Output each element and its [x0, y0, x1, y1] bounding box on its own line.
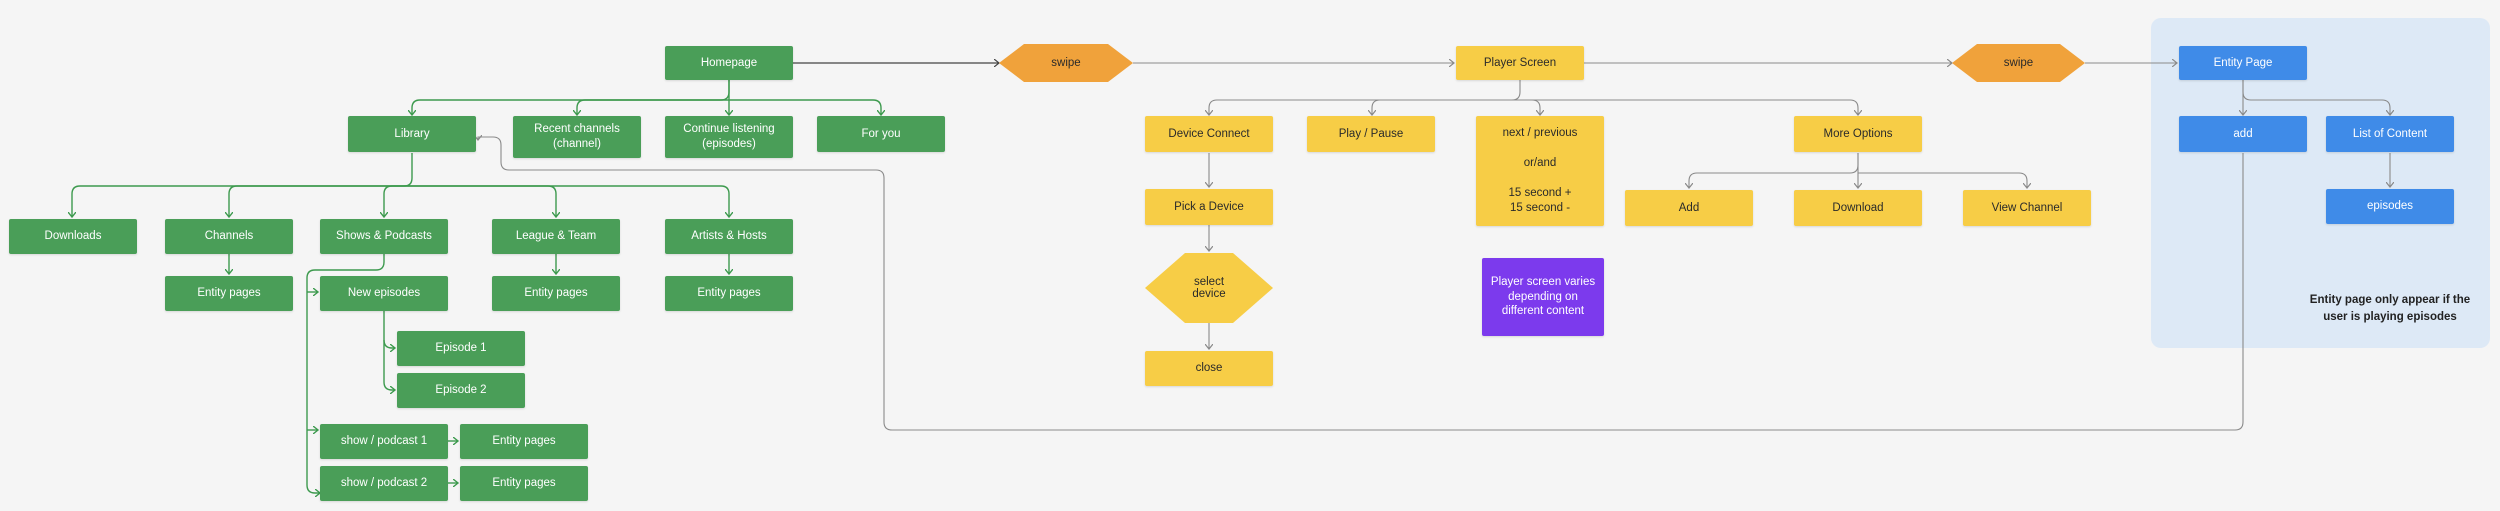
node-episodes[interactable]: episodes	[2326, 189, 2454, 224]
node-swipe-2[interactable]: swipe	[1952, 44, 2085, 82]
node-artists-entity-pages[interactable]: Entity pages	[665, 276, 793, 311]
node-play-pause[interactable]: Play / Pause	[1307, 116, 1435, 152]
node-add-entity[interactable]: add	[2179, 116, 2307, 152]
select-device-label: select device	[1192, 276, 1226, 300]
node-for-you[interactable]: For you	[817, 116, 945, 152]
swipe-1-label: swipe	[1051, 57, 1081, 69]
node-new-episodes[interactable]: New episodes	[320, 276, 448, 311]
node-next-previous[interactable]: next / previous or/and 15 second + 15 se…	[1476, 116, 1604, 226]
edge-player-device	[1209, 80, 1521, 115]
edge-library-shows	[384, 185, 412, 217]
node-show-podcast-2[interactable]: show / podcast 2	[320, 466, 448, 501]
edge-player-play	[1372, 99, 1520, 115]
node-view-channel[interactable]: View Channel	[1963, 190, 2091, 226]
node-continue-listening[interactable]: Continue listening (episodes)	[665, 116, 793, 158]
node-swipe-1[interactable]: swipe	[999, 44, 1133, 82]
node-league-team[interactable]: League & Team	[492, 219, 620, 254]
edge-library-league	[412, 185, 556, 217]
node-shows-podcasts[interactable]: Shows & Podcasts	[320, 219, 448, 254]
diamond-shape	[1952, 44, 2085, 82]
node-download-option[interactable]: Download	[1794, 190, 1922, 226]
node-library[interactable]: Library	[348, 116, 476, 152]
edge-more-add	[1689, 153, 1859, 188]
node-homepage[interactable]: Homepage	[665, 46, 793, 80]
edge-more-viewchannel	[1858, 172, 2027, 188]
edge-library-channels	[229, 185, 412, 217]
edge-library-downloads	[72, 153, 413, 217]
edge-player-more	[1520, 99, 1858, 115]
node-artists-hosts[interactable]: Artists & Hosts	[665, 219, 793, 254]
edge-add-library	[478, 137, 2244, 431]
node-more-options[interactable]: More Options	[1794, 116, 1922, 152]
node-pick-device[interactable]: Pick a Device	[1145, 189, 1273, 225]
node-player-screen[interactable]: Player Screen	[1456, 46, 1584, 80]
edge-newep-episode1	[383, 310, 395, 348]
edge-entity-list	[2242, 80, 2390, 115]
node-select-device[interactable]: select device	[1145, 253, 1273, 323]
node-show-podcast-2-entity-pages[interactable]: Entity pages	[460, 466, 588, 501]
node-close[interactable]: close	[1145, 351, 1273, 386]
edge-homepage-library	[412, 80, 730, 115]
node-list-of-content[interactable]: List of Content	[2326, 116, 2454, 152]
node-episode-1[interactable]: Episode 1	[397, 331, 525, 366]
node-downloads[interactable]: Downloads	[9, 219, 137, 254]
node-episode-2[interactable]: Episode 2	[397, 373, 525, 408]
node-device-connect[interactable]: Device Connect	[1145, 116, 1273, 152]
node-add-option[interactable]: Add	[1625, 190, 1753, 226]
edge-homepage-foryou	[729, 99, 881, 115]
swipe-2-label: swipe	[2003, 57, 2034, 69]
entity-page-note: Entity page only appear if the user is p…	[2309, 294, 2471, 323]
node-channels-entity-pages[interactable]: Entity pages	[165, 276, 293, 311]
node-league-entity-pages[interactable]: Entity pages	[492, 276, 620, 311]
diamond-shape	[999, 44, 1133, 82]
edge-newep-episode2	[383, 340, 395, 390]
edge-library-artists	[412, 185, 729, 217]
edge-player-next	[1520, 99, 1540, 115]
decision-diamond-shape	[1145, 253, 1273, 323]
node-show-podcast-1-entity-pages[interactable]: Entity pages	[460, 424, 588, 459]
node-recent-channels[interactable]: Recent channels (channel)	[513, 116, 641, 158]
node-show-podcast-1[interactable]: show / podcast 1	[320, 424, 448, 459]
edge-shows-new-episodes	[306, 253, 385, 493]
node-channels[interactable]: Channels	[165, 219, 293, 254]
edge-homepage-recent	[577, 99, 729, 115]
node-entity-page[interactable]: Entity Page	[2179, 46, 2307, 80]
node-player-varies: Player screen varies depending on differ…	[1482, 258, 1604, 336]
